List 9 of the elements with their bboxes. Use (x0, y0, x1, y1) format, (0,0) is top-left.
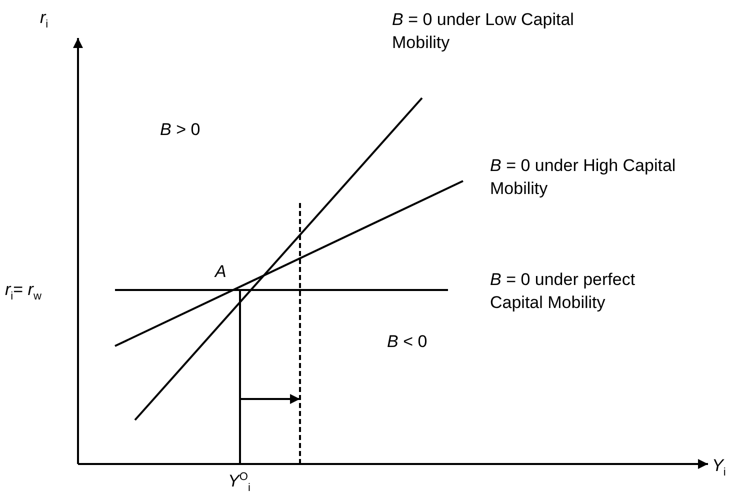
region-label: B < 0 (387, 331, 428, 353)
axis-label: r$_{i}$= r$_{w}$ (5, 279, 42, 304)
point-label: A (215, 261, 228, 283)
region-label: B = 0 under Low Capital Mobility (392, 9, 575, 54)
region-label: B > 0 (160, 119, 202, 141)
region-label: B = 0 under perfect Capital Mobility (490, 269, 636, 314)
axis-label: Y$_{i}$ (712, 455, 727, 480)
region-label: B = 0 under High Capital Mobility (490, 155, 677, 200)
axis-label: r$_{i}$ (40, 7, 50, 32)
